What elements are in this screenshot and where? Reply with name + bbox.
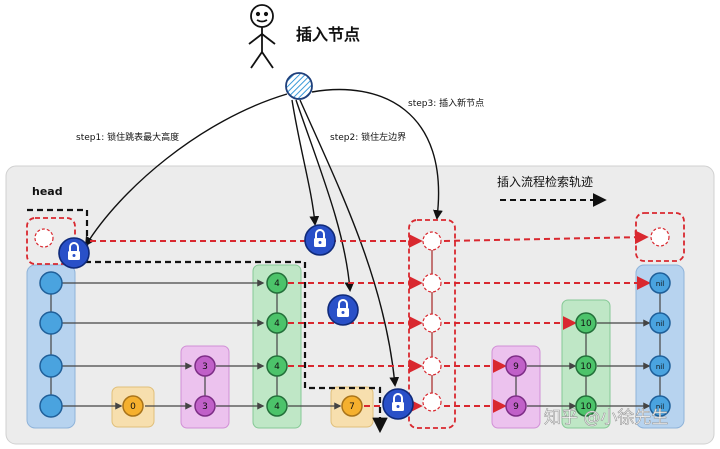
step-arrows	[84, 88, 443, 387]
legend-label: 插入流程检索轨迹	[497, 174, 593, 189]
lock-icon	[304, 224, 336, 256]
head-label: head	[32, 185, 63, 198]
node-value-label: 9	[513, 362, 519, 372]
node-n10-level-3	[575, 312, 597, 334]
nil-top-dashed-box	[635, 212, 685, 262]
list-node	[39, 354, 63, 378]
search-trail-black	[27, 208, 388, 434]
node-value-label: 3	[202, 362, 208, 372]
node-value-label: 4	[274, 362, 280, 372]
node-value-label: 0	[130, 402, 136, 412]
page-title: 插入节点	[296, 25, 360, 44]
node-value-label: 10	[580, 402, 592, 412]
red-insert-trails	[90, 230, 651, 413]
node-value-label: nil	[656, 320, 664, 328]
node-nil-level-3	[649, 312, 671, 334]
level-pointers	[62, 279, 651, 410]
node-value-label: nil	[656, 280, 664, 288]
list-node	[39, 394, 63, 418]
node-value-label: 10	[580, 319, 592, 329]
node-value-label: 10	[580, 362, 592, 372]
node-nil-level-2	[649, 355, 671, 377]
lock-icon	[382, 388, 414, 420]
step2-label: step2: 锁住左边界	[330, 131, 406, 143]
head-column	[34, 228, 63, 418]
user-figure-icon	[248, 4, 276, 69]
node-value-label: nil	[656, 363, 664, 371]
lock-icon	[327, 294, 359, 326]
step3-label: step3: 插入新节点	[408, 97, 484, 109]
node-n4-level-4	[266, 272, 288, 294]
node-n9-level-1	[505, 395, 527, 417]
node-nil-level-1	[649, 395, 671, 417]
lock-icon	[58, 237, 90, 269]
node-n9-level-2	[505, 355, 527, 377]
list-node	[39, 311, 63, 335]
head-top-empty-node	[34, 228, 54, 248]
node-value-label: nil	[656, 403, 664, 411]
node-n3-level-2	[194, 355, 216, 377]
new-column-nodes	[422, 231, 442, 412]
node-n4-level-3	[266, 312, 288, 334]
node-n4-level-2	[266, 355, 288, 377]
watermark: 知乎 @小徐先生	[544, 408, 668, 428]
node-n3-level-1	[194, 395, 216, 417]
node-n4-level-1	[266, 395, 288, 417]
node-value-label: 3	[202, 402, 208, 412]
step1-label: step1: 锁住跳表最大高度	[76, 131, 179, 143]
locks	[58, 224, 414, 420]
node-value-label: 4	[274, 279, 280, 289]
node-n10-level-1	[575, 395, 597, 417]
node-n7-level-1	[341, 395, 363, 417]
node-value-label: 4	[274, 319, 280, 329]
node-nil-level-4	[649, 272, 671, 294]
new-node	[285, 72, 313, 100]
value-nodes: 0 3 3 4 4 4 4 7 9 9 10 10 10 nil nil nil nil	[122, 272, 671, 417]
nil-top-empty-node	[650, 227, 670, 247]
list-node	[39, 271, 63, 295]
node-n0-level-1	[122, 395, 144, 417]
node-value-label: 7	[349, 402, 355, 412]
node-value-label: 4	[274, 402, 280, 412]
node-value-label: 9	[513, 402, 519, 412]
node-n10-level-2	[575, 355, 597, 377]
